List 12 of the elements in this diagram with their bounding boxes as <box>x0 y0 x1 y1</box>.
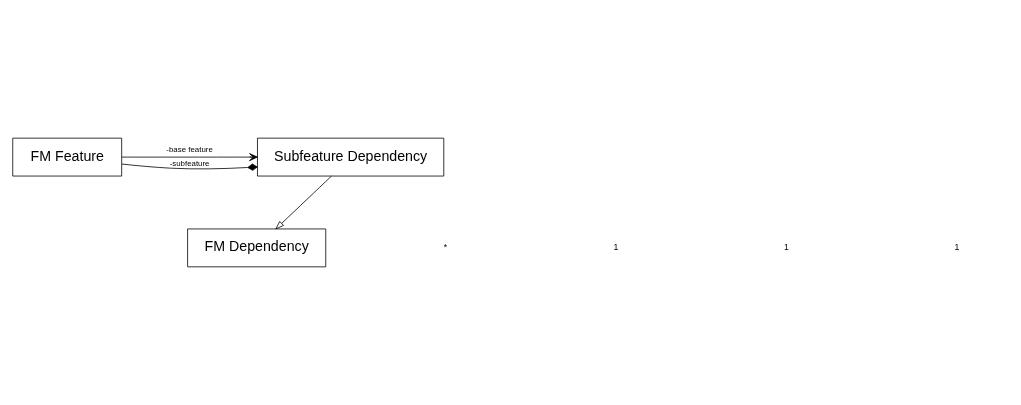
node-box: FM Dependency <box>187 228 327 268</box>
arrow <box>121 153 258 162</box>
node-box: FM Feature <box>12 137 123 177</box>
label: 1 <box>954 242 960 253</box>
node-box: Subfeature Dependency <box>257 137 445 177</box>
edge-label: -base feature <box>166 145 213 155</box>
connector <box>121 163 258 171</box>
arrow <box>275 175 332 230</box>
label: 1 <box>613 242 619 253</box>
label: * <box>443 242 448 253</box>
edge-label: -subfeature <box>169 158 210 168</box>
label: 1 <box>784 242 789 253</box>
